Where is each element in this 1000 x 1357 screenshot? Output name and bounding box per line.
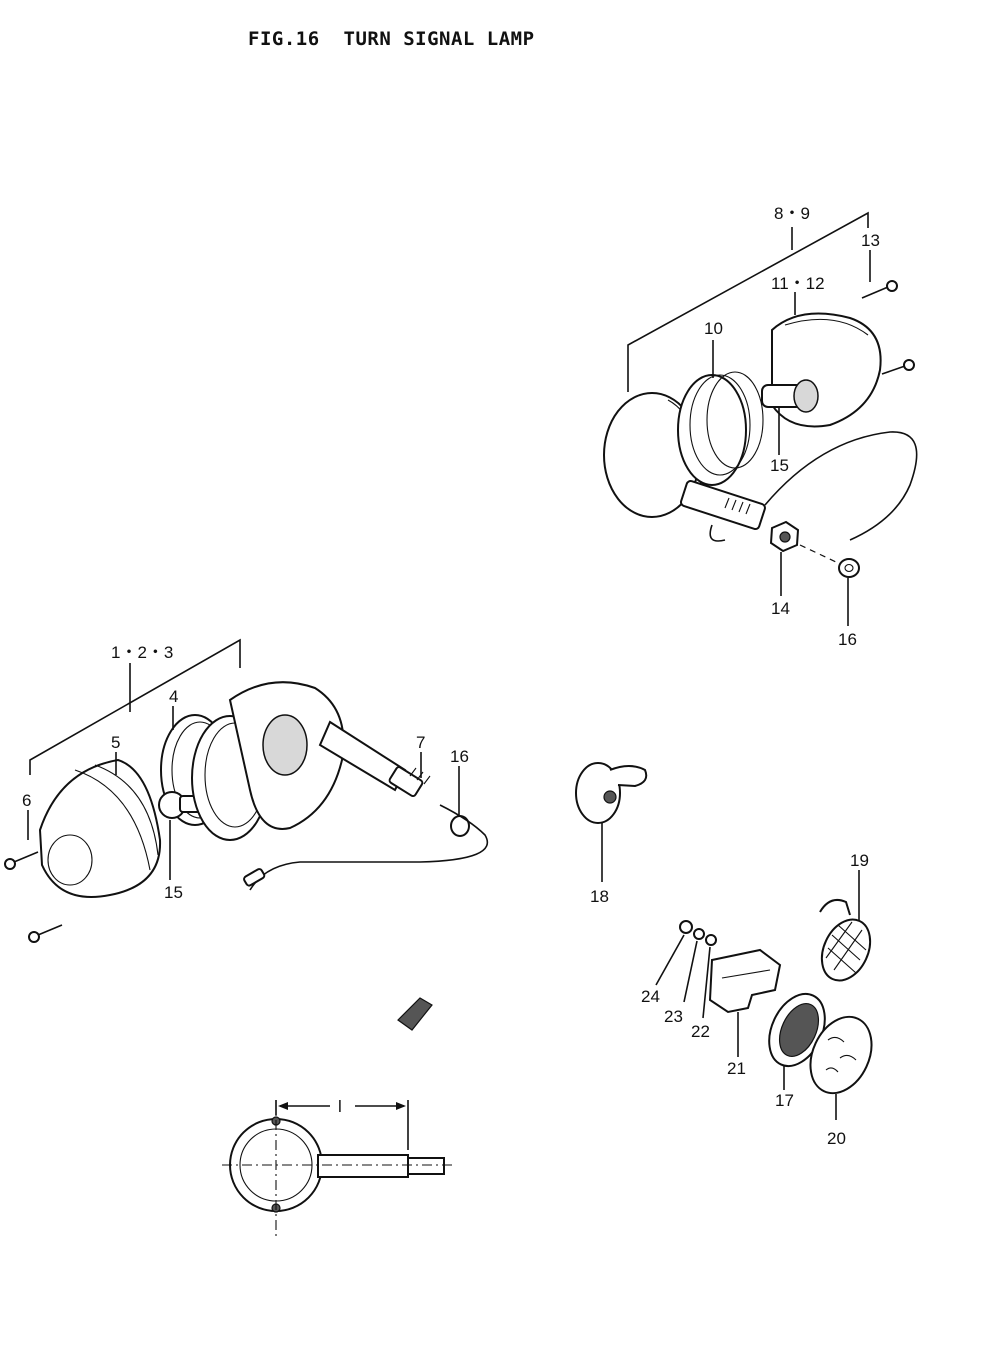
screw-bottom: [881, 359, 915, 375]
callout-10: 10: [704, 319, 723, 338]
callout-18: 18: [590, 887, 609, 906]
callout-5: 5: [111, 733, 120, 752]
callout-15-lower: 15: [164, 883, 183, 902]
callout-16-lower: 16: [450, 747, 469, 766]
screw-top: [861, 280, 898, 299]
reflector-17-center: [778, 1003, 820, 1057]
callout-15-upper: 15: [770, 456, 789, 475]
callout-4: 4: [169, 687, 178, 706]
dim-arrow-right: [396, 1102, 406, 1110]
assembly-bracket-left: [29, 638, 241, 775]
reflector-19-tab: [819, 899, 851, 916]
reflector-cover-20: [809, 1015, 873, 1095]
bracket-21: [708, 948, 782, 1014]
callout-14: 14: [771, 599, 790, 618]
screw-left-top: [4, 851, 39, 870]
lamp-housing: [771, 312, 882, 428]
leader-23: [683, 940, 698, 1003]
reflector-cover-texture: [825, 1036, 857, 1073]
screw-left-bottom: [28, 924, 63, 943]
wire-lead: [764, 431, 918, 541]
bulb-glass: [793, 379, 819, 413]
lens-face: [47, 834, 93, 886]
callout-21: 21: [727, 1059, 746, 1078]
wire-connector: [243, 868, 266, 887]
gasket-ring-inner: [689, 374, 751, 476]
detail-stem-thread: [407, 1157, 445, 1175]
reflector-19: [820, 918, 872, 982]
rear-turn-signal-assembly: 8・9 13 11・12 10 15 14 16: [603, 204, 918, 649]
gasket-ring: [677, 374, 747, 486]
reflector-parts: 18 19 24 23 22 21: [575, 762, 873, 1148]
callout-16-upper: 16: [838, 630, 857, 649]
callout-23: 23: [664, 1007, 683, 1026]
lamp-rim: [706, 371, 764, 469]
callout-6: 6: [22, 791, 31, 810]
front-turn-signal-assembly: 1・2・3 4 5 6 15 7 16: [4, 638, 488, 943]
washer-hole: [844, 563, 854, 573]
callout-19: 19: [850, 851, 869, 870]
callout-1-2-3: 1・2・3: [111, 643, 173, 662]
callout-17: 17: [775, 1091, 794, 1110]
reflector-19-grid-a: [827, 924, 867, 974]
mount-arm: [318, 720, 407, 792]
stem-length-detail: l: [222, 1097, 455, 1240]
dim-arrow-left: [278, 1102, 288, 1110]
figure-title: FIG.16 TURN SIGNAL LAMP: [248, 28, 535, 50]
arm-thread: [388, 766, 424, 798]
callout-20: 20: [827, 1129, 846, 1148]
callout-11-12: 11・12: [771, 274, 825, 293]
reflector-18: [575, 762, 621, 824]
callout-22: 22: [691, 1022, 710, 1041]
washer: [838, 558, 860, 578]
leader-22: [702, 946, 711, 1019]
lens-ridge-2: [94, 764, 159, 856]
dimension-label: l: [338, 1097, 342, 1116]
bracket-21-fold: [721, 969, 771, 979]
stem-threads: [724, 497, 751, 515]
reflector-18-nut: [603, 790, 617, 804]
wire-lead-left: [249, 804, 488, 891]
callout-8-9: 8・9: [774, 204, 810, 223]
arm-thread-lines: [409, 767, 431, 785]
washer-23: [693, 928, 705, 940]
reflector-18-tab: [609, 765, 648, 788]
washer-22: [705, 934, 717, 946]
nut-hole: [779, 531, 791, 543]
reference-arrow: [397, 997, 433, 1031]
callout-24: 24: [641, 987, 660, 1006]
mount-stem: [680, 480, 766, 531]
housing-socket: [262, 714, 308, 776]
assembly-bracket: [627, 211, 869, 392]
lens-cone: [38, 758, 162, 898]
housing-groove: [784, 318, 869, 336]
callout-7: 7: [416, 733, 425, 752]
bolt-24: [679, 920, 693, 934]
alignment-line: [799, 544, 837, 563]
detail-stem: [317, 1154, 409, 1178]
lens-ridge-1: [74, 769, 151, 871]
reflector-19-grid-b: [825, 921, 863, 971]
wire-loop: [709, 524, 726, 542]
washer-left: [450, 815, 470, 837]
callout-13: 13: [861, 231, 880, 250]
leader-24: [655, 934, 685, 986]
direction-reference-symbol: [397, 997, 433, 1031]
